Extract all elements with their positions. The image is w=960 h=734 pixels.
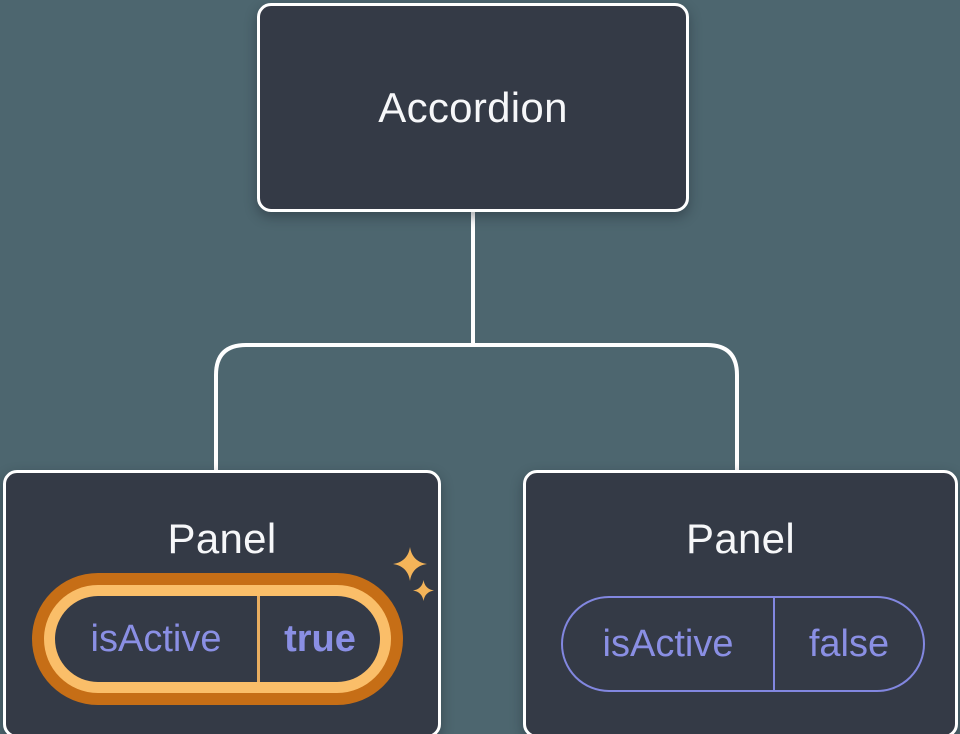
state-value-label: false (808, 622, 890, 665)
state-pill-core: isActive true (55, 596, 380, 682)
pill-divider (773, 598, 775, 690)
pill-divider (257, 596, 260, 682)
state-pill-inactive: isActive false (561, 596, 925, 692)
state-pill-active: isActive true (32, 573, 403, 705)
accordion-node: Accordion (257, 3, 689, 212)
accordion-node-title: Accordion (378, 83, 568, 131)
panel-node-active: Panel isActive true (3, 470, 441, 734)
panel-title: Panel (686, 515, 795, 562)
panel-title: Panel (167, 515, 277, 562)
state-pill-gold-ring: isActive true (44, 585, 391, 693)
panel-node-inactive: Panel isActive false (523, 470, 958, 734)
state-key-label: isActive (90, 617, 222, 660)
sparkle-icon-small (413, 580, 434, 601)
state-value-label: true (284, 617, 356, 660)
state-key-label: isActive (602, 622, 734, 665)
